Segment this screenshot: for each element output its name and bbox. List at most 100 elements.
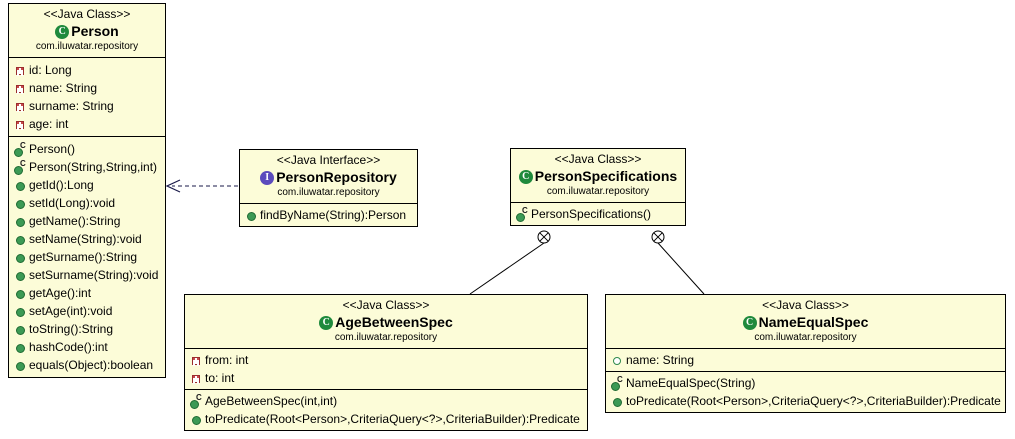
interface-icon	[260, 171, 275, 185]
constructor-icon	[516, 206, 529, 222]
private-field-icon	[190, 372, 203, 385]
field-row[interactable]: age: int	[9, 115, 165, 133]
class-package: com.iluwatar.repository	[546, 186, 650, 197]
field-label: to: int	[205, 371, 235, 385]
private-field-icon	[14, 118, 27, 131]
class-title: AgeBetweenSpec	[189, 313, 583, 331]
class-name-text: Person	[71, 23, 119, 39]
class-box-person-repository[interactable]: <<Java Interface>> PersonRepository com.…	[239, 149, 418, 227]
public-method-icon	[14, 215, 27, 228]
class-icon	[55, 25, 70, 39]
class-title: PersonSpecifications	[515, 167, 681, 185]
fields-compartment-name-equal-spec: name: String	[606, 348, 1005, 371]
method-label: setName(String):void	[29, 232, 142, 246]
public-method-icon	[14, 251, 27, 264]
class-title: Person	[13, 22, 161, 40]
method-row[interactable]: NameEqualSpec(String)	[606, 374, 1005, 392]
class-box-person[interactable]: <<Java Class>> Person com.iluwatar.repos…	[8, 3, 166, 378]
public-method-icon	[14, 179, 27, 192]
method-label: setId(Long):void	[29, 196, 116, 210]
class-icon	[319, 316, 334, 330]
method-row[interactable]: getId():Long	[9, 176, 165, 194]
method-row[interactable]: Person(String,String,int)	[9, 158, 165, 176]
methods-compartment-name-equal-spec: NameEqualSpec(String) toPredicate(Root<P…	[606, 371, 1005, 412]
class-icon	[742, 316, 757, 330]
field-row[interactable]: from: int	[185, 351, 587, 369]
field-row[interactable]: id: Long	[9, 61, 165, 79]
class-box-person-specifications[interactable]: <<Java Class>> PersonSpecifications com.…	[510, 148, 686, 226]
default-field-icon	[611, 354, 624, 367]
field-row[interactable]: name: String	[9, 79, 165, 97]
method-label: setAge(int):void	[29, 304, 113, 318]
class-stereotype: <<Java Class>>	[43, 7, 131, 21]
method-row[interactable]: Person()	[9, 140, 165, 158]
private-field-icon	[14, 82, 27, 95]
methods-compartment-person-repository: findByName(String):Person	[240, 203, 417, 226]
constructor-icon	[611, 375, 624, 391]
class-stereotype: <<Java Interface>>	[276, 153, 381, 167]
private-field-icon	[14, 64, 27, 77]
class-box-name-equal-spec[interactable]: <<Java Class>> NameEqualSpec com.iluwata…	[605, 294, 1006, 413]
method-row[interactable]: setId(Long):void	[9, 194, 165, 212]
method-row[interactable]: setSurname(String):void	[9, 266, 165, 284]
method-label: AgeBetweenSpec(int,int)	[205, 394, 338, 408]
public-method-icon	[14, 269, 27, 282]
field-label: name: String	[626, 353, 695, 367]
method-label: getName():String	[29, 214, 121, 228]
class-header-person-specifications: <<Java Class>> PersonSpecifications com.…	[511, 149, 685, 202]
field-label: from: int	[205, 353, 249, 367]
public-method-icon	[611, 395, 624, 408]
methods-compartment-age-between-spec: AgeBetweenSpec(int,int) toPredicate(Root…	[185, 389, 587, 430]
class-name-text: PersonRepository	[276, 169, 397, 185]
method-row[interactable]: hashCode():int	[9, 338, 165, 356]
method-label: findByName(String):Person	[260, 208, 407, 222]
method-label: getId():Long	[29, 178, 94, 192]
method-row[interactable]: equals(Object):boolean	[9, 356, 165, 374]
class-stereotype: <<Java Class>>	[762, 298, 849, 312]
method-row[interactable]: findByName(String):Person	[240, 206, 417, 224]
method-label: Person()	[29, 142, 76, 156]
method-label: setSurname(String):void	[29, 268, 159, 282]
class-package: com.iluwatar.repository	[35, 41, 139, 52]
method-label: toPredicate(Root<Person>,CriteriaQuery<?…	[205, 412, 580, 426]
method-label: toString():String	[29, 322, 114, 336]
public-method-icon	[14, 287, 27, 300]
private-field-icon	[14, 100, 27, 113]
method-row[interactable]: toString():String	[9, 320, 165, 338]
field-label: age: int	[29, 117, 69, 131]
field-row[interactable]: name: String	[606, 351, 1005, 369]
class-stereotype: <<Java Class>>	[554, 152, 642, 166]
field-row[interactable]: to: int	[185, 369, 587, 387]
class-header-name-equal-spec: <<Java Class>> NameEqualSpec com.iluwata…	[606, 295, 1005, 348]
constructor-icon	[190, 393, 203, 409]
method-row[interactable]: AgeBetweenSpec(int,int)	[185, 392, 587, 410]
method-row[interactable]: getName():String	[9, 212, 165, 230]
method-label: toPredicate(Root<Person>,CriteriaQuery<?…	[626, 394, 1001, 408]
field-row[interactable]: surname: String	[9, 97, 165, 115]
method-row[interactable]: setAge(int):void	[9, 302, 165, 320]
method-label: Person(String,String,int)	[29, 160, 158, 174]
class-header-person-repository: <<Java Interface>> PersonRepository com.…	[240, 150, 417, 203]
method-label: equals(Object):boolean	[29, 358, 154, 372]
dependency-personrepository-to-person	[165, 179, 238, 193]
method-row[interactable]: setName(String):void	[9, 230, 165, 248]
constructor-icon	[14, 159, 27, 175]
method-row[interactable]: toPredicate(Root<Person>,CriteriaQuery<?…	[185, 410, 587, 428]
public-method-icon	[245, 209, 258, 222]
method-row[interactable]: PersonSpecifications()	[511, 205, 685, 223]
class-box-age-between-spec[interactable]: <<Java Class>> AgeBetweenSpec com.iluwat…	[184, 294, 588, 431]
class-package: com.iluwatar.repository	[277, 187, 380, 198]
methods-compartment-person-specifications: PersonSpecifications()	[511, 202, 685, 225]
field-label: name: String	[29, 81, 98, 95]
method-label: getAge():int	[29, 286, 92, 300]
class-header-age-between-spec: <<Java Class>> AgeBetweenSpec com.iluwat…	[185, 295, 587, 348]
public-method-icon	[14, 197, 27, 210]
method-row[interactable]: getSurname():String	[9, 248, 165, 266]
private-field-icon	[190, 354, 203, 367]
class-title: PersonRepository	[244, 168, 413, 186]
method-row[interactable]: getAge():int	[9, 284, 165, 302]
method-row[interactable]: toPredicate(Root<Person>,CriteriaQuery<?…	[606, 392, 1005, 410]
public-method-icon	[14, 305, 27, 318]
method-label: getSurname():String	[29, 250, 138, 264]
